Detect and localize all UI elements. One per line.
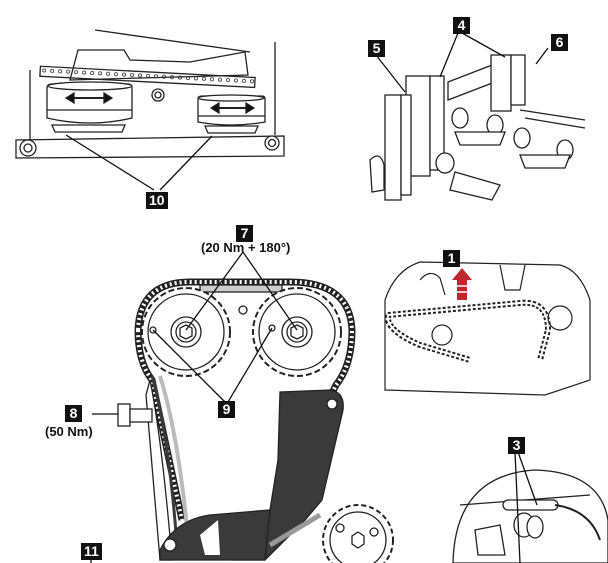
callout-4: 4: [453, 17, 470, 34]
callout-6: 6: [551, 34, 568, 51]
callout-8: 8: [65, 405, 82, 422]
right-camshaft-adjuster: [197, 94, 266, 134]
valve-springs: [451, 107, 574, 169]
torque-spec-7: (20 Nm + 180°): [201, 240, 291, 255]
panel-timing-chain-front: [90, 251, 394, 563]
callout-3: 3: [508, 437, 525, 454]
callout-9: 9: [218, 401, 235, 418]
chain-tensioner: [117, 403, 153, 427]
panel-crankshaft-pin-detail: [452, 451, 608, 563]
right-camshaft-sprocket: [252, 287, 342, 377]
panel-chain-marking: [384, 261, 591, 396]
callout-10: 10: [146, 192, 168, 209]
marking-arrow-icon: [452, 268, 472, 300]
callout-5: 5: [368, 40, 385, 57]
left-camshaft-sprocket: [141, 287, 231, 377]
callout-7: 7: [236, 225, 253, 242]
left-camshaft-adjuster: [46, 81, 133, 133]
torque-spec-8: (50 Nm): [45, 424, 93, 439]
callout-1: 1: [443, 250, 460, 267]
crankshaft-sprocket: [268, 504, 394, 563]
panel-camshaft-locking-tool: [369, 32, 586, 201]
callout-11: 11: [81, 543, 102, 560]
panel-camshaft-adjusters: [15, 29, 285, 191]
